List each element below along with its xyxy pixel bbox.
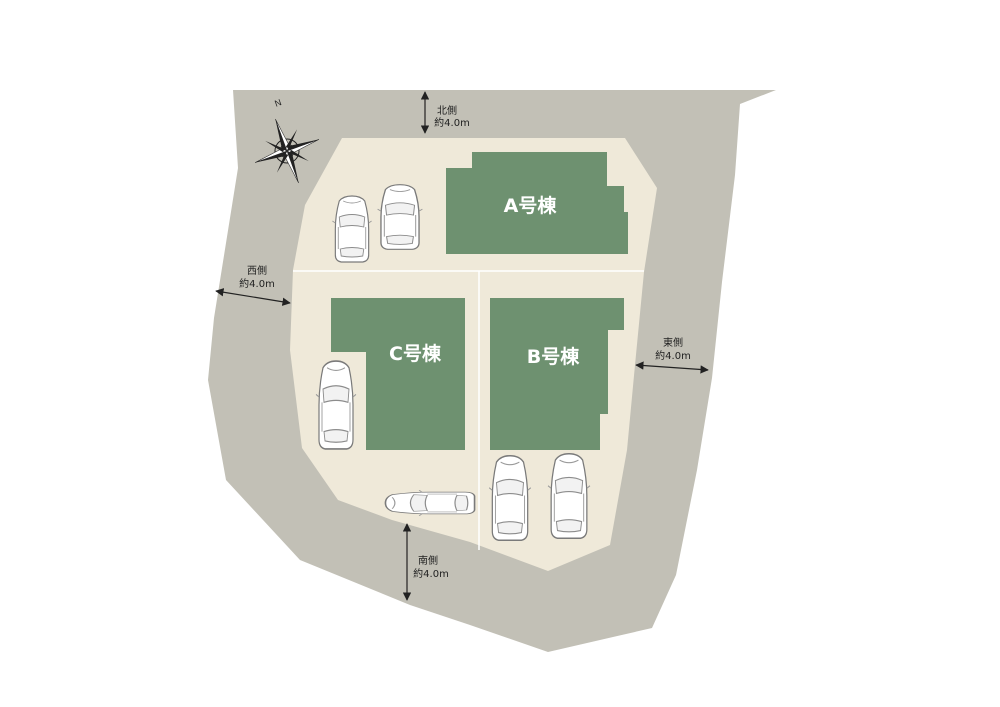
- car-icon: [547, 452, 591, 540]
- car-icon: [384, 489, 476, 517]
- west-road-side-label: 西側: [247, 264, 267, 277]
- car-icon: [488, 454, 532, 542]
- east-road-width-label: 約4.0m: [655, 349, 691, 362]
- west-road-width-label: 約4.0m: [239, 277, 275, 290]
- building-b-label: B号棟: [527, 345, 580, 368]
- building-a: [446, 152, 628, 254]
- south-road-side-label: 南側: [418, 554, 438, 567]
- north-road-side-label: 北側: [437, 104, 457, 117]
- building-c-label: C号棟: [389, 342, 442, 365]
- north-road-width-label: 約4.0m: [434, 116, 470, 129]
- building-c: [331, 298, 465, 450]
- east-road-dimension-arrow: [635, 361, 709, 374]
- compass-rose-icon: [254, 118, 320, 184]
- car-icon: [376, 183, 424, 251]
- west-road-dimension-arrow: [215, 288, 291, 306]
- south-road-width-label: 約4.0m: [413, 567, 449, 580]
- building-a-label: A号棟: [504, 194, 558, 217]
- car-icon: [315, 360, 357, 450]
- east-road-side-label: 東側: [663, 336, 683, 349]
- car-icon: [331, 195, 373, 263]
- compass-north-label: N: [273, 97, 283, 109]
- building-b: [490, 298, 624, 450]
